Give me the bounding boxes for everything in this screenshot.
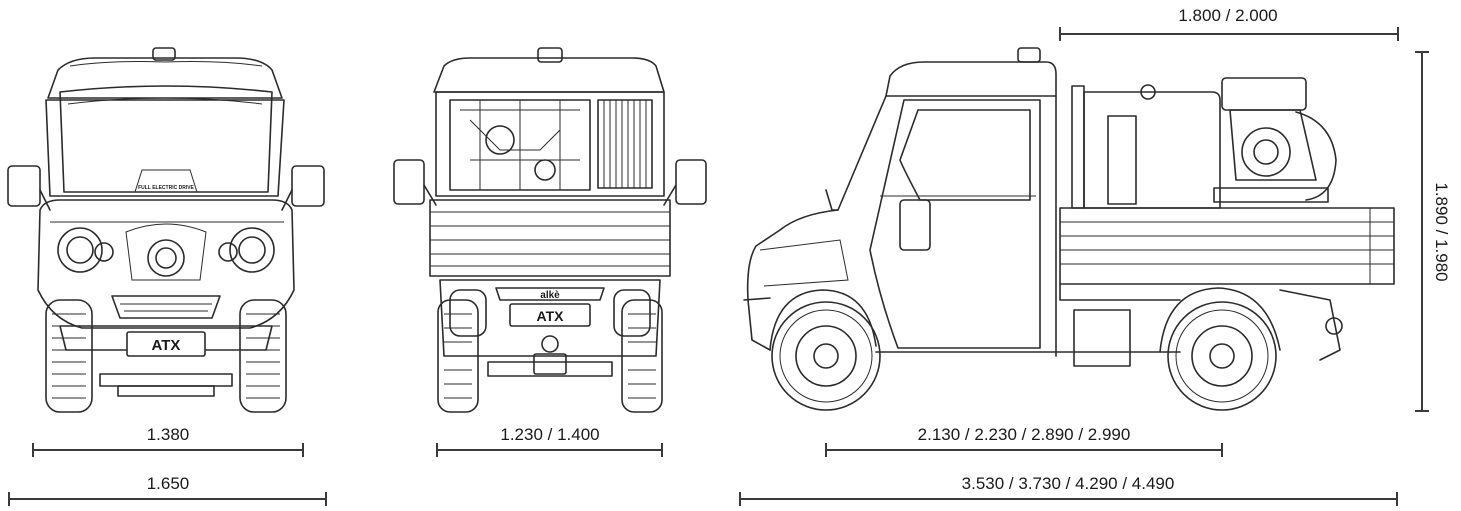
dimension-label-rear-track: 1.230 / 1.400: [500, 425, 599, 444]
dimension-body-length: 1.800 / 2.000: [1059, 6, 1399, 41]
dimension-front-track: 1.380: [32, 425, 304, 457]
dimension-label-height: 1.890 / 1.980: [1432, 182, 1451, 281]
dimension-label-overall-width: 1.650: [147, 474, 190, 493]
side-front-wheel: [771, 301, 881, 411]
dimension-label-wheelbase: 2.130 / 2.230 / 2.890 / 2.990: [918, 425, 1131, 444]
front-hood-text: FULL ELECTRIC DRIVE: [138, 185, 194, 191]
dimension-wheelbase: 2.130 / 2.230 / 2.890 / 2.990: [825, 425, 1223, 457]
front-left-wheel: [45, 299, 93, 413]
dimension-height: 1.890 / 1.980: [1415, 51, 1451, 412]
front-view: FULL ELECTRIC DRIVE ATX: [7, 47, 325, 413]
front-logo: ATX: [152, 337, 181, 354]
rear-brand: alkè: [540, 290, 560, 301]
dimension-label-body-length: 1.800 / 2.000: [1178, 6, 1277, 25]
front-right-wheel: [239, 299, 287, 413]
side-rear-wheel: [1167, 301, 1277, 411]
dimension-overall-width: 1.650: [8, 474, 327, 506]
rear-right-wheel: [621, 299, 663, 413]
rear-view: alkè ATX: [393, 47, 707, 413]
dimension-label-overall-length: 3.530 / 3.730 / 4.290 / 4.490: [962, 474, 1175, 493]
rear-logo: ATX: [537, 308, 565, 324]
dimension-label-front-track: 1.380: [147, 425, 190, 444]
dimension-overall-length: 3.530 / 3.730 / 4.290 / 4.490: [739, 474, 1398, 506]
side-view: [743, 47, 1395, 411]
rear-left-wheel: [437, 299, 479, 413]
dimension-rear-track: 1.230 / 1.400: [436, 425, 663, 457]
